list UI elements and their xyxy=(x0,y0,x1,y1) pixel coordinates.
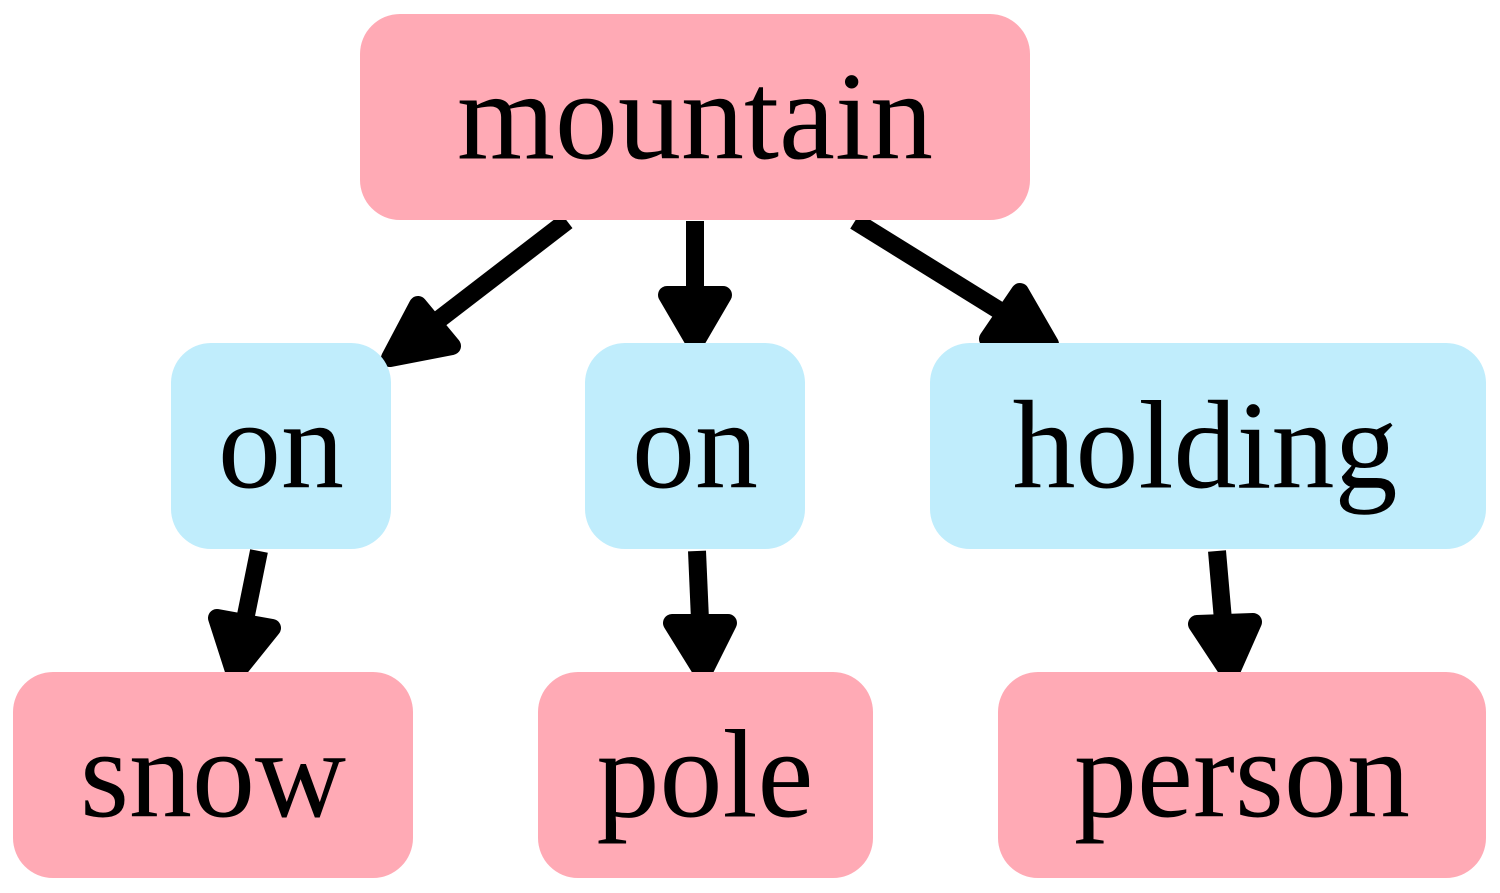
edge-holding-person xyxy=(1188,550,1262,683)
edge-on-1-snow xyxy=(208,549,281,683)
node-snow: snow xyxy=(13,672,413,878)
node-person-label: person xyxy=(1074,706,1410,845)
node-on-2-label: on xyxy=(632,377,758,516)
node-mountain-label: mountain xyxy=(457,48,933,187)
node-on-2: on xyxy=(585,343,805,549)
node-snow-label: snow xyxy=(80,706,346,845)
node-person: person xyxy=(998,672,1486,878)
node-holding-label: holding xyxy=(1012,377,1397,516)
edge-mountain-holding xyxy=(850,213,1059,353)
node-pole: pole xyxy=(538,672,873,878)
edge-mountain-on-1 xyxy=(381,213,573,367)
node-on-1: on xyxy=(171,343,391,549)
node-holding: holding xyxy=(930,343,1486,549)
edge-on-2-pole xyxy=(663,550,737,682)
node-mountain: mountain xyxy=(360,14,1030,220)
edge-mountain-on-2 xyxy=(658,221,732,352)
node-pole-label: pole xyxy=(597,706,814,845)
edges xyxy=(208,213,1262,683)
node-on-1-label: on xyxy=(218,377,344,516)
